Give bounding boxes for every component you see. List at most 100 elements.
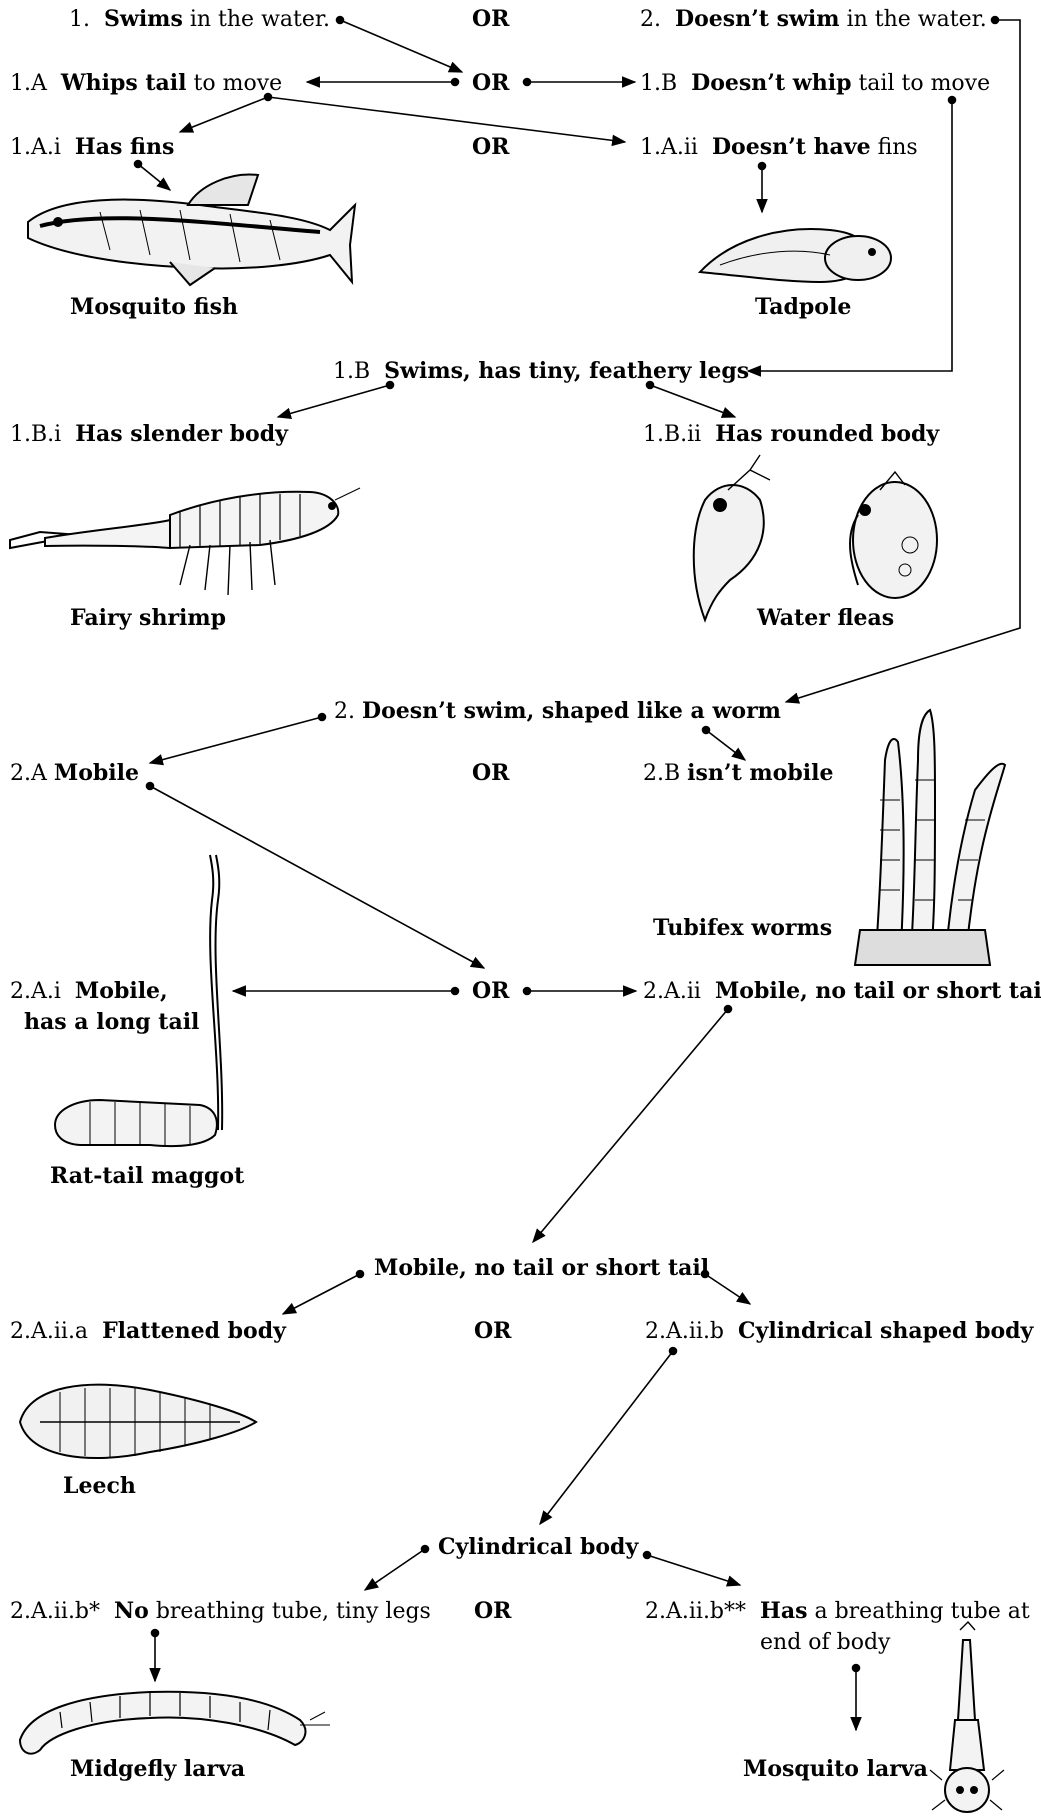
arrow-q1-to-or [340,20,462,72]
arrow-2A-to-or [150,786,484,968]
arrow-to-b-dstar [647,1555,740,1585]
node-2Aiib-star-rest: breathing tube, tiny legs [149,1599,431,1624]
fairy-shrimp-illustration [10,488,360,595]
caption-tadpole: Tadpole [755,296,851,318]
leech-illustration [20,1385,256,1458]
node-2B-number: 2.B [643,761,680,786]
node-2Aiib-star: 2.A.ii.b* No breathing tube, tiny legs [10,1600,431,1623]
node-1B-bold: Doesn’t whip [691,70,851,96]
node-1Bi-bold: Has slender body [75,421,288,447]
node-1B-head: 1.B Swims, has tiny, feathery legs [333,360,749,383]
node-1Bi-number: 1.B.i [10,422,61,447]
caption-leech: Leech [63,1475,136,1497]
caption-fairy-shrimp: Fairy shrimp [70,607,226,629]
node-2A-bold: Mobile [54,760,139,786]
node-2B-bold: isn’t mobile [687,760,833,786]
or-label-2A: OR [472,762,509,784]
node-1Bii-number: 1.B.ii [643,422,701,447]
node-2Aiib-dstar-rest: a breathing tube at [807,1599,1029,1624]
node-1A-number: 1.A [10,71,47,96]
node-1Aii: 1.A.ii Doesn’t have fins [640,136,918,159]
node-1Ai: 1.A.i Has fins [10,136,174,159]
node-2Aiia: 2.A.ii.a Flattened body [10,1320,286,1343]
node-1B-head-number: 1.B [333,359,370,384]
mosquito-fish-illustration [28,175,355,285]
node-1Bi: 1.B.i Has slender body [10,423,288,446]
arrow-to-b-star [365,1549,425,1590]
bracket-q2-to-worm [786,20,1020,702]
node-2Aiib-dstar-bold: Has [760,1598,807,1624]
node-1Aii-bold: Doesn’t have [712,134,871,160]
node-1B-rest: tail to move [851,71,990,96]
node-2-head: 2. Doesn’t swim, shaped like a worm [334,700,781,723]
midgefly-larva-illustration [20,1692,330,1754]
q2-bold: Doesn’t swim [675,6,840,32]
node-2-head-bold: Doesn’t swim, shaped like a worm [362,698,781,724]
node-1Bii: 1.B.ii Has rounded body [643,423,939,446]
node-1B-head-bold: Swims, has tiny, feathery legs [384,358,749,384]
node-2Aiib-star-number: 2.A.ii.b* [10,1599,100,1624]
arrow-to-cylindrical [705,1274,750,1304]
arrow-to-rounded [650,385,735,417]
node-2Aiib-dstar-number: 2.A.ii.b** [645,1599,746,1624]
node-2Aiia-number: 2.A.ii.a [10,1319,88,1344]
node-cylindrical-head: Cylindrical body [438,1536,638,1558]
node-1Ai-bold: Has fins [75,134,174,160]
arrow-to-2A [150,717,322,763]
caption-midgefly-larva: Midgefly larva [70,1758,245,1780]
arrow-1A-to-has-fins [180,97,268,132]
node-2Ai: 2.A.i Mobile, [10,980,168,1003]
node-2Aii-bold: Mobile, no tail or short tail [715,978,1041,1004]
node-2Aii: 2.A.ii Mobile, no tail or short tail [643,980,1041,1003]
node-2Aii-number: 2.A.ii [643,979,701,1004]
node-1Aii-rest: fins [871,135,918,160]
water-fleas-illustration [694,455,937,620]
node-1B: 1.B Doesn’t whip tail to move [640,72,990,95]
arrow-to-flattened [283,1274,360,1314]
or-label-2Ai: OR [472,980,509,1002]
node-1A: 1.A Whips tail to move [10,72,282,95]
q1-rest: in the water. [183,7,330,32]
tadpole-illustration [700,229,891,282]
node-2Aiib: 2.A.ii.b Cylindrical shaped body [645,1320,1033,1343]
caption-rat-tail-maggot: Rat-tail maggot [50,1165,244,1187]
node-2Aiib-dstar-line2: end of body [760,1632,891,1654]
caption-water-fleas: Water fleas [757,607,894,629]
node-2-head-number: 2. [334,699,355,724]
node-2Aiib-star-bold: No [114,1598,149,1624]
q2-number: 2. [640,7,661,32]
node-1Ai-number: 1.A.i [10,135,61,160]
node-2A-number: 2.A [10,761,47,786]
q2-doesnt-swim: 2. Doesn’t swim in the water. [640,8,987,31]
node-2B: 2.B isn’t mobile [643,762,833,785]
node-2Aiia-bold: Flattened body [102,1318,286,1344]
arrow-to-cyl-body [540,1351,673,1524]
arrow-to-2B [706,730,745,760]
arrow-2Aii-to-mobile [533,1009,728,1242]
q1-bold: Swims [104,6,183,32]
node-mobile-head: Mobile, no tail or short tail [374,1257,709,1279]
node-1A-bold: Whips tail [61,70,187,96]
node-2Aiib-bold: Cylindrical shaped body [738,1318,1033,1344]
node-2Aiib-dstar: 2.A.ii.b** Has a breathing tube at [645,1600,1030,1623]
caption-mosquito-larva: Mosquito larva [743,1758,928,1780]
q1-number: 1. [69,7,90,32]
tubifex-worms-illustration [855,710,1005,965]
node-1Aii-number: 1.A.ii [640,135,698,160]
q2-rest: in the water. [840,7,987,32]
node-2Ai-line2: has a long tail [24,1011,199,1033]
arrow-to-slender [278,385,390,417]
arrow-to-fish [138,164,170,190]
or-label-2Aiia: OR [474,1320,511,1342]
or-label-top: OR [472,8,509,30]
node-1Bii-bold: Has rounded body [715,421,939,447]
q1-swims: 1. Swims in the water. [69,8,330,31]
or-label-1Ai: OR [472,136,509,158]
caption-tubifex-worms: Tubifex worms [653,917,832,939]
or-label-2Aiib: OR [474,1600,511,1622]
caption-mosquito-fish: Mosquito fish [70,296,238,318]
arrow-1A-to-no-fins [268,97,625,142]
node-2A: 2.A Mobile [10,762,139,785]
node-2Aiib-number: 2.A.ii.b [645,1319,724,1344]
